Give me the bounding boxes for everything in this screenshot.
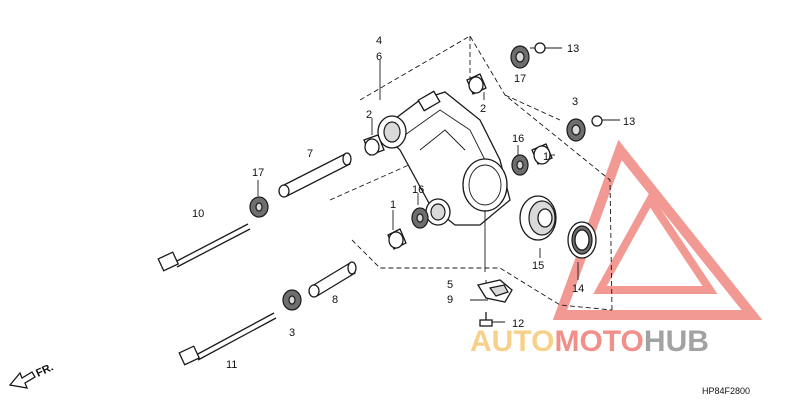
watermark-part-hub: HUB (644, 325, 709, 358)
callout-7: 7 (307, 148, 313, 160)
callout-2-right: 2 (480, 103, 486, 115)
callout-2-left: 2 (366, 109, 372, 121)
washer-17-left (249, 196, 269, 218)
callout-9: 9 (447, 294, 453, 306)
collar-2-left (363, 134, 385, 156)
bolt-11 (178, 312, 277, 366)
bolt-10 (157, 223, 251, 272)
callout-6: 6 (376, 51, 382, 63)
callout-17-top: 17 (514, 73, 526, 85)
callout-15: 15 (532, 260, 544, 272)
collar-1-left (387, 228, 407, 250)
collar-2-right (466, 73, 487, 95)
callout-11: 11 (226, 359, 237, 371)
callout-13-top: 13 (567, 43, 579, 55)
bearing-16-left (411, 207, 429, 229)
bearing-15 (519, 195, 557, 241)
callout-16-left: 16 (412, 184, 424, 196)
bearing-17-top (510, 45, 530, 69)
callout-16-right: 16 (512, 133, 524, 145)
callout-17-left: 17 (252, 167, 264, 179)
swing-arm (377, 90, 511, 226)
callout-10: 10 (192, 208, 204, 220)
callout-4: 4 (376, 35, 382, 47)
callout-1-left: 1 (390, 199, 396, 211)
watermark-part-moto: MOTO (554, 325, 643, 358)
nut-13-top (534, 42, 546, 54)
watermark-part-auto: AUTO (470, 325, 554, 358)
callout-1-right: 1 (543, 151, 549, 163)
callout-12: 12 (512, 318, 524, 330)
nut-13-right (591, 115, 603, 127)
front-arrow (8, 371, 36, 389)
pivot-sleeve-7 (278, 152, 352, 198)
watermark-text: AUTOMOTOHUB (470, 325, 709, 358)
bearing-16-right (511, 154, 529, 176)
callout-8: 8 (332, 294, 338, 306)
bearing-3-top (566, 118, 586, 142)
diagram-code: HP84F2800 (702, 386, 750, 396)
svg-text:AUTOMOTOHUB: AUTOMOTOHUB (470, 325, 709, 358)
seal-14 (567, 221, 597, 259)
callout-14: 14 (572, 283, 584, 295)
callout-5: 5 (447, 279, 453, 291)
callout-3-lower: 3 (289, 327, 295, 339)
callout-13-right: 13 (623, 116, 635, 128)
washer-3-lower (282, 289, 302, 311)
assembly-outline (329, 35, 613, 311)
pivot-sleeve-8 (308, 261, 357, 298)
front-label: FR. (34, 361, 55, 379)
bolt-12 (479, 312, 493, 327)
collar-1-right (531, 143, 553, 165)
callout-3-top: 3 (572, 96, 578, 108)
bracket-5-9 (476, 279, 513, 303)
